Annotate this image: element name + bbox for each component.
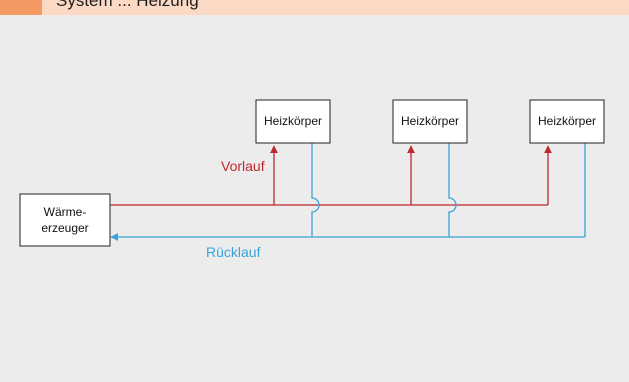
supply-label: Vorlauf	[221, 158, 265, 174]
header-accent	[0, 0, 42, 15]
return-riser-1	[311, 143, 320, 237]
radiator-label-2: Heizkörper	[401, 114, 459, 128]
heater-label-line2: erzeuger	[41, 221, 88, 235]
heater-label-line1: Wärme-	[44, 205, 87, 219]
header-title: System ... Heizung	[56, 0, 199, 10]
radiator-label-1: Heizkörper	[264, 114, 322, 128]
radiator-box-3: Heizkörper	[529, 99, 605, 144]
header-bar: System ... Heizung	[0, 0, 629, 15]
heater-box: Wärme- erzeuger	[19, 193, 111, 247]
return-label: Rücklauf	[206, 244, 261, 260]
radiator-box-2: Heizkörper	[392, 99, 468, 144]
return-riser-2	[448, 143, 457, 237]
radiator-box-1: Heizkörper	[255, 99, 331, 144]
radiator-label-3: Heizkörper	[538, 114, 596, 128]
